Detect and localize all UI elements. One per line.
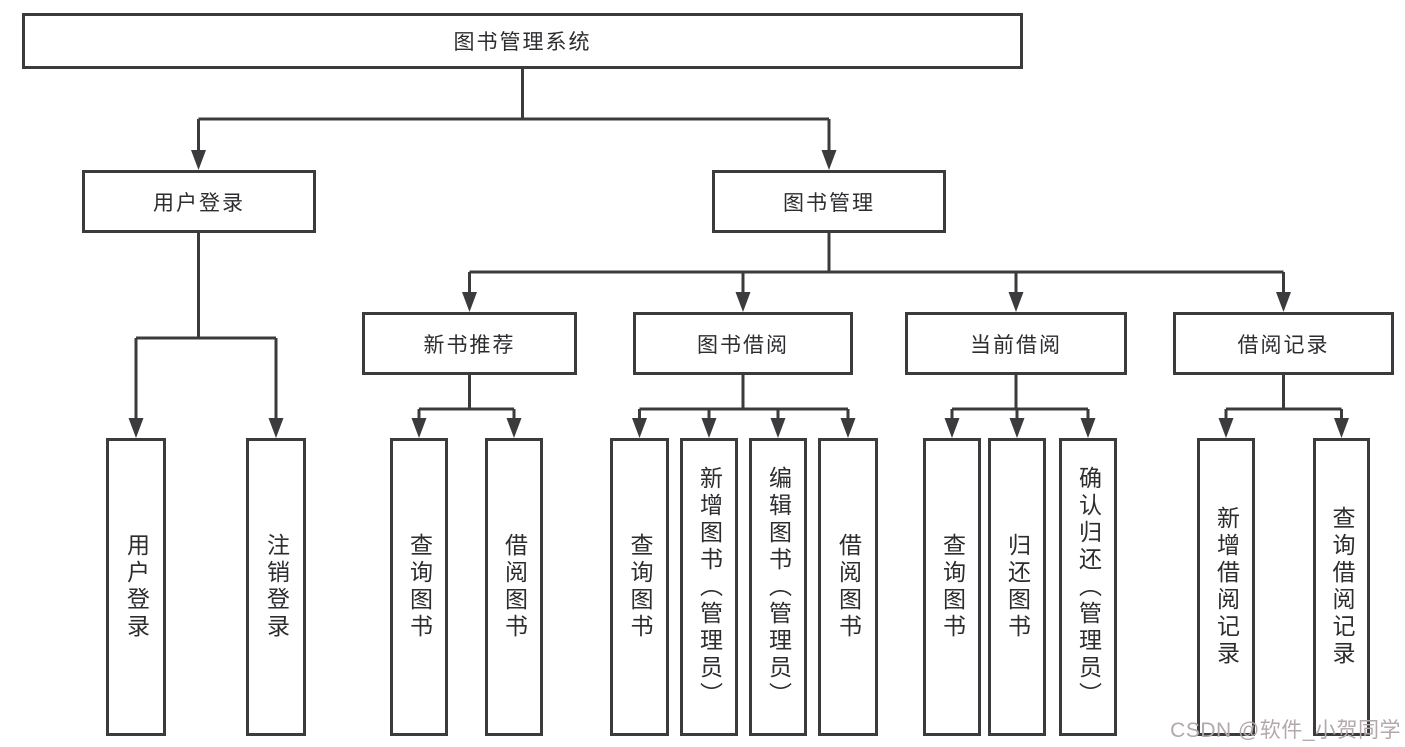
leaf-edit-book-admin: 编辑图书（管理员）: [749, 438, 807, 736]
leaf-query-book-current: 查询图书: [923, 438, 981, 736]
node-label: 图书借阅: [697, 333, 789, 357]
node-new-book-recommend: 新书推荐: [362, 312, 577, 375]
edge-borrowrecord-to-leaves: [1224, 375, 1343, 420]
leaf-label: 查询图书: [627, 533, 653, 641]
node-label: 借阅记录: [1237, 333, 1330, 357]
leaf-add-borrow-record: 新增借阅记录: [1197, 438, 1255, 736]
edge-userlogin-to-leaves: [134, 233, 278, 420]
leaf-return-book: 归还图书: [988, 438, 1046, 736]
leaf-add-book-admin: 新增图书（管理员）: [680, 438, 738, 736]
leaf-query-book-borrow: 查询图书: [610, 438, 669, 736]
leaf-query-book-recommend: 查询图书: [390, 438, 448, 736]
leaf-borrow-book: 借阅图书: [818, 438, 878, 736]
node-book-borrow: 图书借阅: [633, 312, 853, 375]
leaf-logout: 注销登录: [246, 438, 306, 736]
node-borrow-record: 借阅记录: [1173, 312, 1394, 375]
leaf-label: 编辑图书（管理员）: [765, 465, 792, 709]
node-label: 图书管理系统: [453, 31, 592, 54]
leaf-label: 用户登录: [123, 533, 150, 641]
leaf-label: 借阅图书: [835, 533, 862, 641]
leaf-label: 归还图书: [1004, 533, 1031, 641]
edge-bookborrow-to-leaves: [638, 375, 850, 420]
node-user-login: 用户登录: [82, 170, 316, 233]
leaf-label: 确认归还（管理员）: [1075, 465, 1102, 709]
leaf-borrow-book-recommend: 借阅图书: [485, 438, 543, 736]
leaf-label: 新增图书（管理员）: [696, 465, 723, 709]
leaf-label: 借阅图书: [501, 533, 528, 641]
edge-root-to-level2: [197, 68, 831, 152]
leaf-label: 查询图书: [939, 533, 966, 641]
node-current-borrow: 当前借阅: [905, 312, 1127, 375]
leaf-label: 新增借阅记录: [1213, 506, 1240, 668]
node-root-system: 图书管理系统: [22, 13, 1023, 69]
leaf-label: 查询借阅记录: [1329, 506, 1355, 668]
edge-newbook-to-leaves: [417, 375, 516, 420]
node-label: 当前借阅: [970, 333, 1062, 357]
watermark: CSDN @软件_小贺同学: [1170, 719, 1401, 742]
leaf-label: 注销登录: [263, 533, 290, 641]
edge-bookmgmt-to-level3: [468, 233, 1285, 294]
node-label: 图书管理: [783, 191, 875, 215]
node-label: 新书推荐: [423, 333, 516, 357]
leaf-user-login: 用户登录: [106, 438, 166, 736]
leaf-query-borrow-record: 查询借阅记录: [1313, 438, 1370, 736]
node-book-management: 图书管理: [712, 170, 946, 233]
node-label: 用户登录: [153, 191, 245, 215]
leaf-label: 查询图书: [406, 533, 433, 641]
leaf-confirm-return-admin: 确认归还（管理员）: [1059, 438, 1117, 736]
edge-currentborrow-to-leaves: [950, 375, 1090, 420]
